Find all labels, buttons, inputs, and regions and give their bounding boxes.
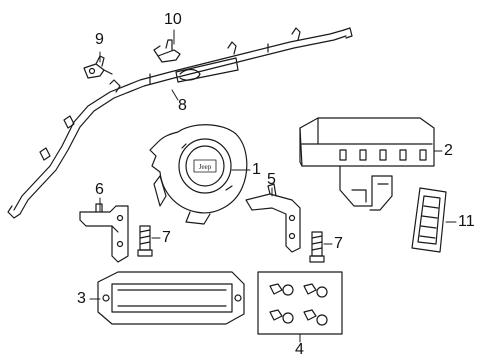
callout-1: 1 — [252, 161, 261, 178]
callout-3: 3 — [77, 290, 86, 307]
fastener-4 — [303, 309, 328, 326]
callout-6: 6 — [95, 181, 104, 198]
callout-7-right: 7 — [334, 235, 343, 252]
curtain-airbag — [7, 27, 353, 219]
callout-4: 4 — [295, 341, 304, 358]
callout-11: 11 — [458, 213, 475, 230]
bolt-part-7-left — [137, 225, 153, 257]
jeep-logo-text: Jeep — [199, 163, 212, 171]
fastener-2 — [303, 283, 328, 298]
callout-10: 10 — [164, 11, 182, 28]
leader-8 — [171, 89, 179, 101]
passenger-airbag — [299, 117, 435, 211]
callout-5: 5 — [267, 171, 276, 188]
steering-wheel-airbag: Jeep — [149, 124, 248, 225]
callout-8: 8 — [178, 97, 187, 114]
leader-lines — [89, 29, 457, 343]
callout-9: 9 — [95, 31, 104, 48]
trim-part-11 — [411, 187, 447, 253]
bracket-part-9 — [83, 55, 113, 79]
callout-2: 2 — [444, 142, 453, 159]
bracket-part-5 — [245, 183, 301, 253]
fastener-1 — [269, 283, 294, 296]
fastener-3 — [269, 309, 294, 324]
fastener-kit-part-4 — [257, 271, 343, 335]
bracket-part-6 — [79, 203, 129, 263]
callout-7-left: 7 — [162, 229, 171, 246]
knee-airbag — [97, 271, 245, 325]
clip-part-10 — [153, 39, 181, 63]
bolt-part-7-right — [309, 231, 325, 263]
